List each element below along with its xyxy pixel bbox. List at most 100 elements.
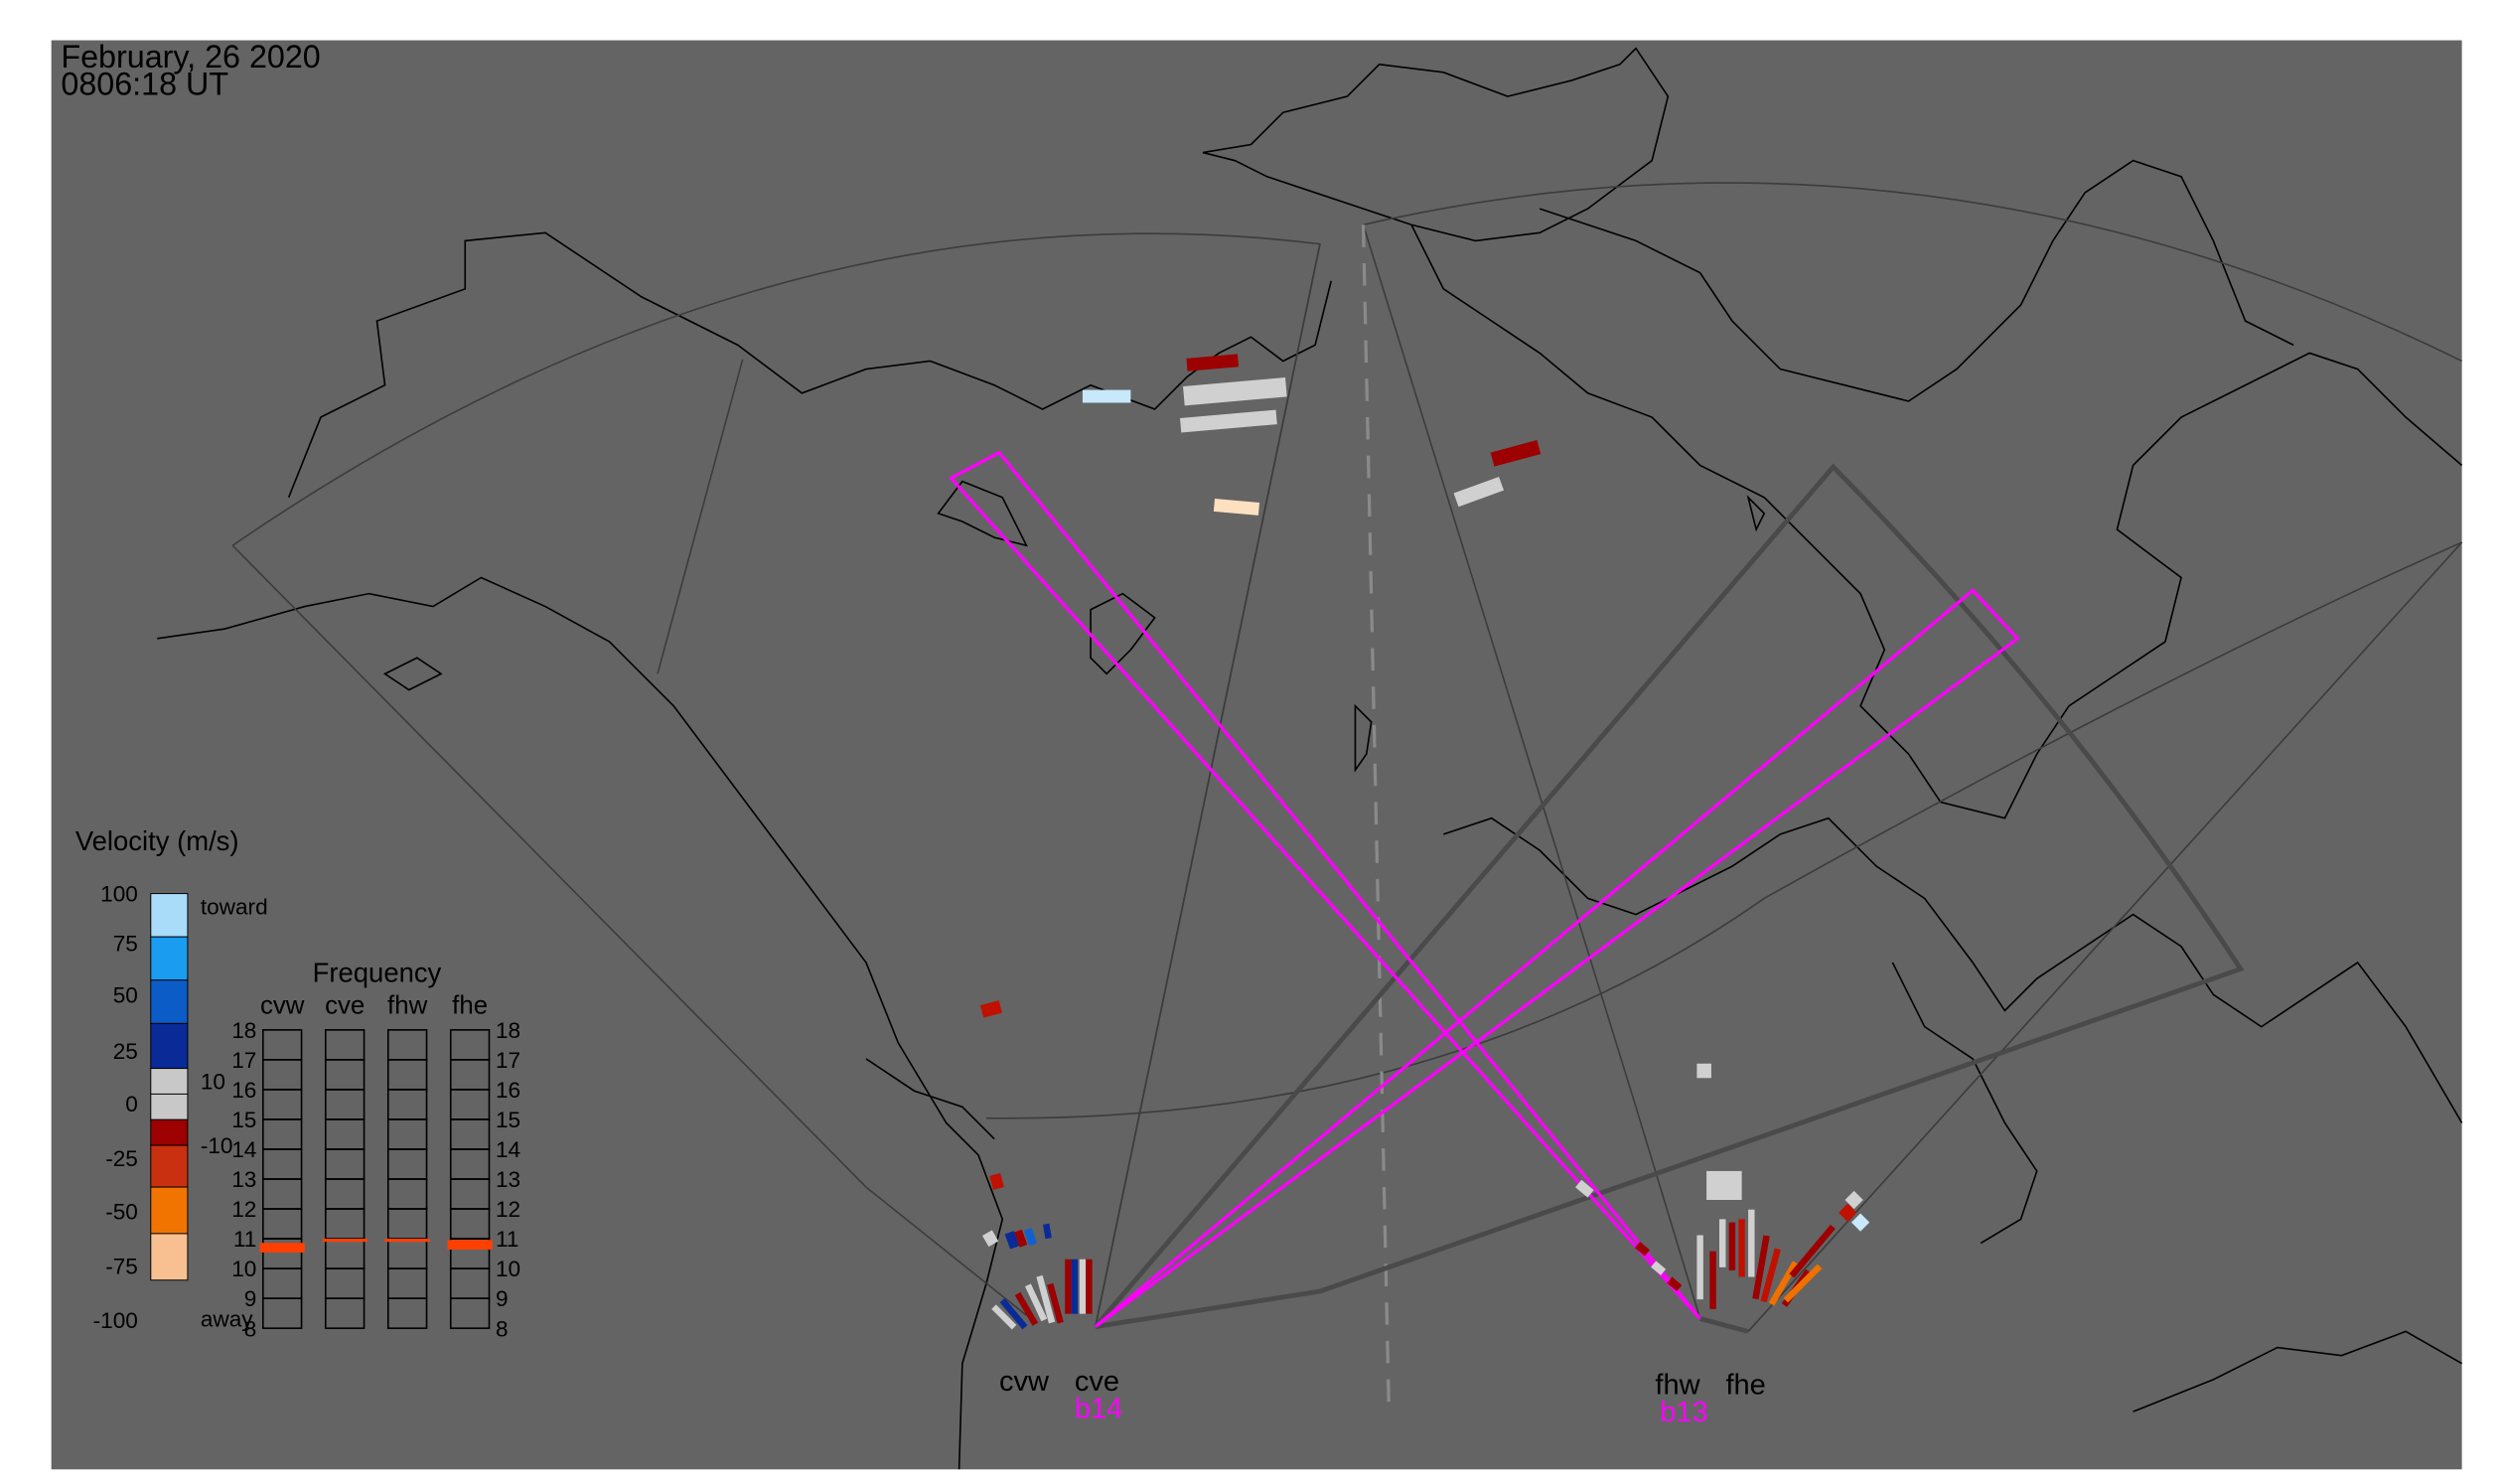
colorbar-segment: [150, 1118, 189, 1146]
gray-lower-label: -10: [201, 1133, 233, 1158]
velocity-cell: [1728, 1222, 1736, 1271]
toward-label: toward: [201, 895, 268, 920]
velocity-cell: [981, 1230, 999, 1248]
gray-upper-label: 10: [201, 1070, 225, 1095]
velocity-cell: [1014, 1291, 1039, 1326]
frequency-column-label: fhe: [452, 992, 488, 1020]
beams: [948, 450, 2020, 1328]
velocity-cell: [1180, 409, 1277, 433]
frequency-legend-title: Frequency: [313, 957, 442, 987]
coastlines: [157, 47, 2463, 1470]
map-background: [51, 40, 2462, 1470]
velocity-cell: [1071, 1259, 1079, 1314]
velocity-cell: [1575, 1179, 1594, 1198]
velocity-cell: [991, 1304, 1017, 1330]
velocity-cell: [1047, 1282, 1064, 1324]
velocity-legend-title: Velocity (m/s): [75, 825, 239, 856]
dashed-meridian: [1361, 224, 1391, 1412]
velocity-tick-label: 100: [100, 882, 138, 907]
velocity-cell: [1213, 499, 1260, 516]
velocity-cell: [1042, 1223, 1052, 1240]
frequency-tick-right: 13: [496, 1167, 520, 1192]
frequency-tick-left: 18: [231, 1018, 256, 1043]
frequency-tick-right: 17: [496, 1048, 520, 1073]
colorbar-segment: [150, 936, 189, 981]
beam-b14-outline: [1094, 588, 2020, 1328]
time-label: 0806:18 UT: [61, 66, 228, 101]
beam-b13-outline: [948, 450, 1701, 1320]
velocity-cell: [1183, 377, 1287, 406]
frequency-cell: [262, 1297, 303, 1329]
frequency-mark-fhw: [384, 1238, 430, 1243]
frequency-tick-right: 15: [496, 1108, 520, 1132]
velocity-cell: [999, 1297, 1028, 1330]
velocity-cell: [1086, 1259, 1093, 1314]
velocity-tick-label: -75: [105, 1254, 138, 1278]
frequency-column-label: cvw: [260, 992, 305, 1020]
frequency-tick-left: 14: [231, 1137, 256, 1162]
frequency-column-label: cve: [325, 992, 365, 1020]
colorbar-segment: [150, 1022, 189, 1070]
velocity-tick-label: 50: [113, 982, 138, 1007]
frequency-tick-left: 9: [244, 1286, 257, 1311]
velocity-cells: [979, 354, 1870, 1330]
velocity-tick-label: 75: [113, 932, 138, 957]
velocity-cell: [1738, 1219, 1745, 1277]
colorbar-segment: [150, 979, 189, 1024]
cvw-label: cvw: [999, 1366, 1050, 1398]
colorbar-segment: [150, 1068, 189, 1095]
frequency-tick-right: 14: [496, 1137, 520, 1162]
velocity-cell: [1706, 1170, 1742, 1201]
colorbar-segment: [150, 1186, 189, 1235]
colorbar-segment: [150, 893, 189, 938]
frequency-tick-left: 17: [231, 1048, 256, 1073]
frequency-tick-right: 18: [496, 1018, 520, 1043]
velocity-cell: [1760, 1248, 1781, 1303]
colorbar-segment: [150, 1233, 189, 1281]
velocity-cell: [1783, 1263, 1823, 1303]
frequency-tick-left: 16: [231, 1078, 256, 1103]
velocity-cell: [1719, 1219, 1726, 1267]
frequency-cell: [324, 1297, 366, 1329]
frequency-cell: [386, 1297, 428, 1329]
velocity-cell: [1696, 1063, 1711, 1079]
frequency-mark-fhe: [447, 1240, 493, 1250]
velocity-cell: [1752, 1235, 1770, 1300]
velocity-cell: [1839, 1203, 1857, 1223]
colorbar-segment: [150, 1144, 189, 1188]
colorbar-segment: [150, 1093, 189, 1120]
velocity-cell: [1696, 1235, 1703, 1300]
velocity-cell: [1453, 476, 1505, 508]
frequency-tick-left: 8: [244, 1316, 257, 1341]
velocity-tick-label: 25: [113, 1039, 138, 1064]
frequency-tick-right: 16: [496, 1078, 520, 1103]
b14-label: b14: [1075, 1394, 1122, 1425]
velocity-cell: [1004, 1231, 1020, 1250]
fhw-label: fhw: [1655, 1369, 1700, 1401]
date-label: February, 26 2020: [61, 39, 320, 74]
velocity-cell: [1186, 354, 1240, 371]
velocity-cell: [1025, 1283, 1048, 1322]
velocity-cell: [1709, 1251, 1716, 1309]
fhe-label: fhe: [1725, 1369, 1765, 1401]
frequency-tick-right: 10: [496, 1257, 520, 1281]
fields-of-view: [231, 182, 2463, 1412]
frequency-tick-left: 10: [231, 1257, 256, 1281]
velocity-cell: [1667, 1276, 1683, 1292]
velocity-cell: [989, 1172, 1004, 1190]
velocity-cell: [1789, 1224, 1836, 1278]
velocity-cell: [1014, 1229, 1028, 1248]
velocity-colorbar: [150, 893, 189, 1281]
frequency-tick-left: 12: [231, 1197, 256, 1222]
velocity-cell: [979, 1000, 1002, 1018]
frequency-mark-cve: [322, 1238, 368, 1243]
frequency-tick-left: 11: [233, 1227, 256, 1252]
frequency-column-label: fhw: [387, 992, 428, 1020]
velocity-tick-label: -50: [105, 1199, 138, 1224]
velocity-cell: [1651, 1261, 1667, 1275]
frequency-tick-left: 15: [231, 1108, 256, 1132]
velocity-cell: [1634, 1242, 1651, 1257]
